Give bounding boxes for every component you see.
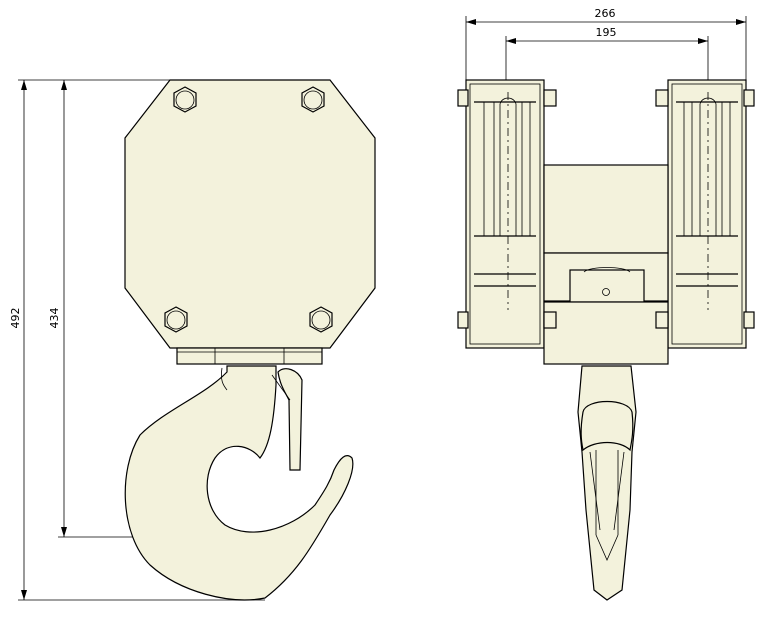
dimension-266-label: 266 bbox=[595, 7, 616, 20]
dimension-492-label: 492 bbox=[9, 308, 22, 329]
front-bolts bbox=[457, 89, 755, 329]
side-safety-latch bbox=[277, 368, 303, 471]
side-bolt-bottom-left bbox=[164, 306, 188, 333]
dimension-434: 434 bbox=[48, 80, 260, 538]
central-traverse bbox=[543, 164, 669, 365]
side-hook bbox=[124, 365, 354, 601]
side-bolt-top-right bbox=[301, 86, 325, 113]
dimension-195-label: 195 bbox=[596, 26, 617, 39]
side-crosshead bbox=[176, 347, 323, 365]
side-bolt-top-left bbox=[173, 86, 197, 113]
dimension-266: 266 bbox=[465, 7, 747, 90]
left-sheave-housing bbox=[465, 79, 545, 349]
right-sheave-housing bbox=[667, 79, 747, 349]
dimension-434-label: 434 bbox=[48, 308, 61, 329]
front-view: 266 195 bbox=[457, 7, 755, 601]
front-hook bbox=[577, 365, 637, 601]
side-plate bbox=[124, 79, 376, 349]
side-bolt-bottom-right bbox=[309, 306, 333, 333]
side-view: 492 434 bbox=[9, 79, 376, 601]
dimension-492: 492 bbox=[9, 79, 265, 601]
dimension-195: 195 bbox=[505, 26, 709, 90]
